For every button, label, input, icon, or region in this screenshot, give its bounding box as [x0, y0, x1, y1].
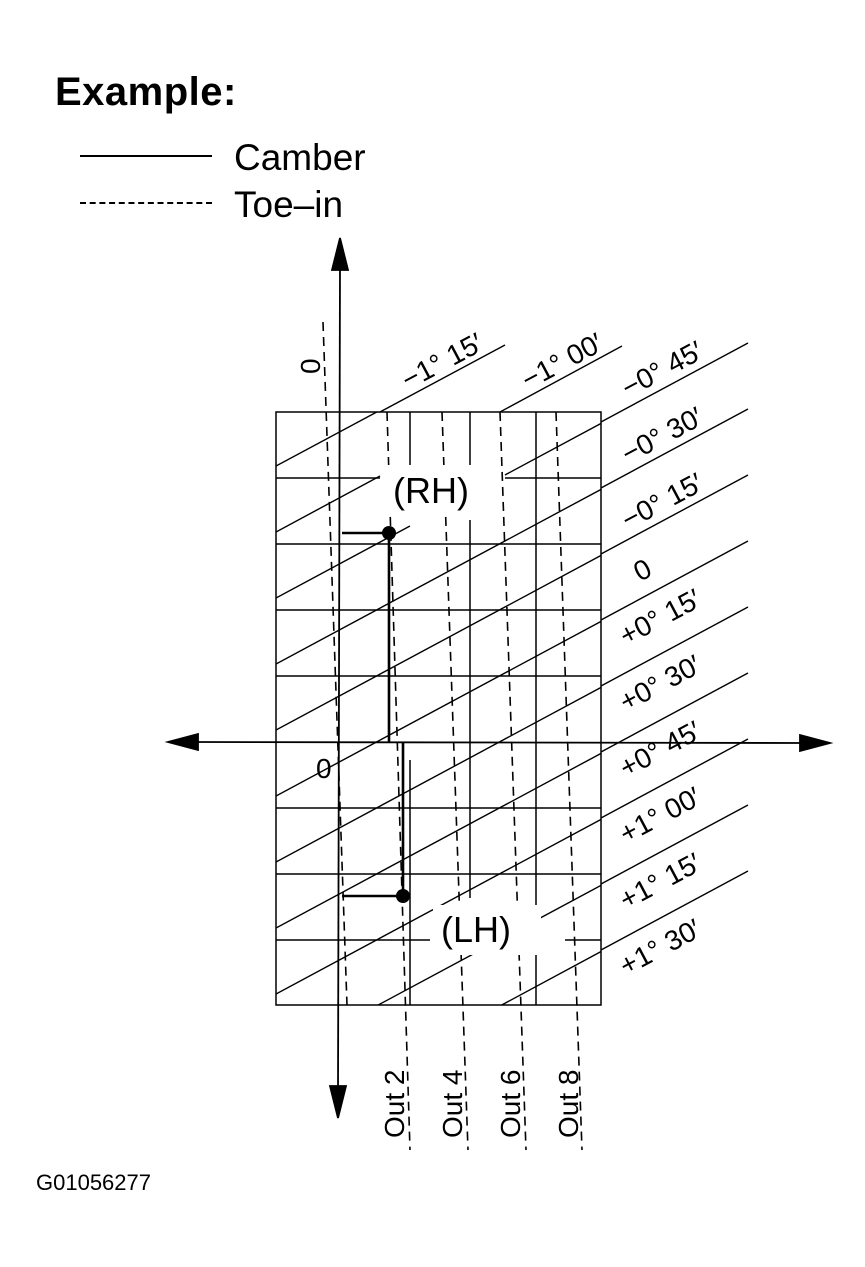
rh-label: (RH) [393, 470, 469, 511]
camber-extension [600, 342, 749, 423]
camber-extension [600, 606, 749, 687]
camber-line [504, 422, 601, 476]
toe-line-zero [322, 321, 348, 1006]
camber-label: +1° 00′ [614, 781, 706, 849]
camber-label: −0° 30′ [616, 401, 708, 469]
camber-line [276, 554, 601, 731]
camber-line [276, 488, 601, 665]
camber-label: −0° 15′ [616, 467, 708, 535]
camber-extension [499, 345, 623, 413]
camber-label: +1° 30′ [614, 913, 706, 981]
example-readings [342, 531, 405, 898]
camber-label: +0° 15′ [614, 583, 706, 651]
camber-line [500, 950, 601, 1005]
page-title: Example: [55, 70, 237, 114]
camber-extension [600, 738, 749, 819]
arrow-up-icon [330, 237, 350, 271]
arrow-down-icon [328, 1085, 348, 1119]
legend-dashed-line [80, 202, 212, 204]
legend-toe-in-label: Toe–in [234, 184, 344, 225]
toe-label-out-2: Out 2 [379, 1070, 410, 1138]
toe-line-out-2 [386, 411, 411, 1151]
arrow-right-icon [799, 733, 834, 753]
camber-line [276, 686, 601, 863]
camber-extension [600, 408, 749, 489]
toe-label-out-6: Out 6 [495, 1070, 526, 1138]
rh-point [382, 526, 396, 540]
camber-extensions [379, 342, 749, 951]
camber-line [276, 818, 601, 995]
camber-line [276, 475, 381, 533]
toe-zero-label: 0 [295, 358, 326, 374]
toe-line-out-6 [499, 411, 527, 1151]
camber-extension [600, 474, 749, 555]
lh-label: (LH) [441, 909, 511, 950]
lh-point [396, 889, 410, 903]
lh-reading-path [342, 742, 405, 898]
toe-line-out-4 [441, 411, 469, 1151]
toe-label-out-8: Out 8 [553, 1070, 584, 1138]
camber-label: 0 [628, 553, 656, 588]
camber-line [276, 412, 379, 467]
grid-border [275, 411, 602, 1006]
camber-label: −1° 00′ [516, 327, 608, 395]
horizontal-axis [189, 741, 809, 744]
camber-label: −0° 45′ [616, 335, 708, 403]
camber-label: +0° 30′ [614, 649, 706, 717]
camber-extension [600, 804, 749, 885]
arrow-left-icon [164, 732, 199, 752]
camber-extension [600, 540, 749, 621]
rh-reading-path [342, 531, 391, 742]
grid [275, 411, 602, 1006]
camber-extension [379, 344, 506, 413]
legend-solid-line [80, 155, 212, 157]
figure-id: G01056277 [36, 1170, 151, 1195]
camber-label: +0° 45′ [614, 715, 706, 783]
axes [164, 237, 834, 1119]
camber-extension [600, 672, 749, 753]
camber-lines [276, 412, 601, 1005]
toe-lines [322, 321, 583, 1151]
origin-label: 0 [316, 753, 332, 784]
toe-labels: Out 2 Out 4 Out 6 Out 8 [379, 1070, 584, 1138]
legend-camber-label: Camber [234, 137, 366, 178]
toe-label-out-4: Out 4 [437, 1070, 468, 1138]
camber-line [276, 620, 601, 797]
camber-extension [600, 870, 749, 951]
camber-label: +1° 15′ [614, 847, 706, 915]
camber-label: −1° 15′ [396, 327, 488, 395]
rh-label-bg [385, 465, 500, 515]
toe-line-out-8 [555, 411, 583, 1151]
lh-label-bg [433, 905, 541, 955]
camber-line [276, 752, 601, 929]
vertical-axis [337, 261, 341, 1096]
